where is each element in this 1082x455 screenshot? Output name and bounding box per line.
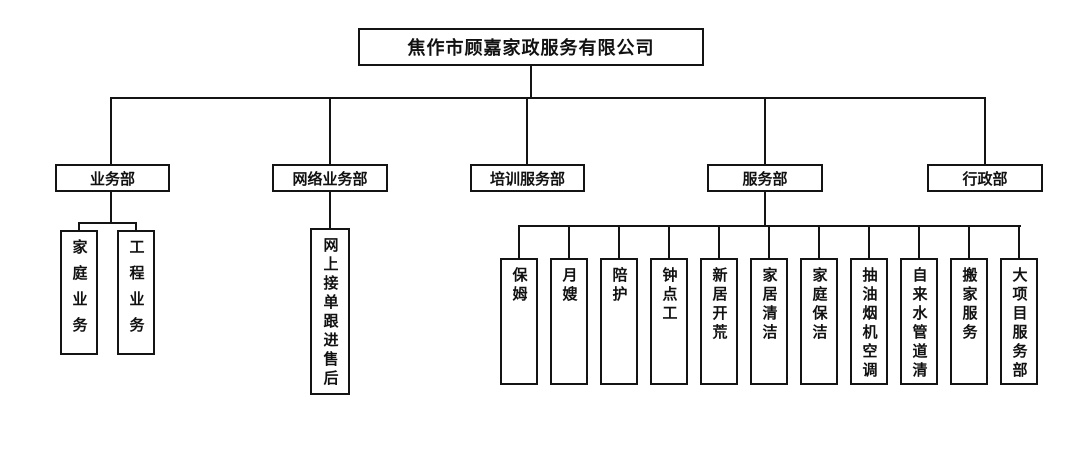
connector-drop-training: [526, 97, 528, 164]
connector-drop-business: [110, 97, 112, 164]
leaf-box-home-cleaning: 家居清洁: [750, 258, 788, 385]
leaf-label-caregiver: 陪护: [610, 267, 628, 305]
dept-box-service: 服务部: [707, 164, 823, 192]
connector-service-drop-5: [718, 225, 720, 258]
leaf-box-nanny: 保姆: [500, 258, 538, 385]
leaf-label-nanny: 保姆: [510, 267, 528, 305]
connector-business-stem: [110, 192, 112, 222]
dept-box-business: 业务部: [55, 164, 170, 192]
dept-label-network: 网络业务部: [292, 170, 368, 188]
connector-service-drop-6: [768, 225, 770, 258]
connector-drop-admin: [984, 97, 986, 164]
leaf-box-moving-service: 搬家服务: [950, 258, 988, 385]
leaf-box-range-hood-ac: 抽油烟机空调: [850, 258, 888, 385]
leaf-label-household-cleaning: 家庭保洁: [810, 267, 828, 343]
company-title: 焦作市顾嘉家政服务有限公司: [407, 38, 655, 58]
leaf-label-online-order-followup: 网上接单跟进售后: [321, 237, 339, 389]
leaf-label-home-cleaning: 家居清洁: [760, 267, 778, 343]
connector-drop-network: [329, 97, 331, 164]
leaf-box-water-pipe-cleaning: 自来水管道清: [900, 258, 938, 385]
dept-label-service: 服务部: [742, 170, 788, 188]
connector-service-drop-7: [818, 225, 820, 258]
connector-business-horizontal: [78, 222, 137, 224]
leaf-label-major-project-dept: 大项目服务部: [1010, 267, 1028, 381]
leaf-box-online-order-followup: 网上接单跟进售后: [310, 228, 350, 395]
connector-network-stem: [329, 192, 331, 228]
connector-service-stem: [764, 192, 766, 225]
leaf-label-family-business: 家庭业务: [70, 239, 88, 343]
leaf-label-engineering-business: 工程业务: [127, 239, 145, 343]
connector-service-drop-1: [518, 225, 520, 258]
connector-service-drop-3: [618, 225, 620, 258]
leaf-label-maternity-matron: 月嫂: [560, 267, 578, 305]
dept-label-training: 培训服务部: [489, 170, 565, 188]
connector-service-drop-4: [668, 225, 670, 258]
connector-service-drop-2: [568, 225, 570, 258]
connector-service-drop-8: [868, 225, 870, 258]
connector-service-drop-10: [968, 225, 970, 258]
dept-box-training: 培训服务部: [470, 164, 585, 192]
connector-service-drop-9: [918, 225, 920, 258]
connector-service-drop-11: [1018, 225, 1020, 258]
leaf-box-engineering-business: 工程业务: [117, 230, 155, 355]
leaf-label-range-hood-ac: 抽油烟机空调: [860, 267, 878, 381]
leaf-box-caregiver: 陪护: [600, 258, 638, 385]
dept-box-admin: 行政部: [927, 164, 1043, 192]
leaf-box-new-home-cleaning: 新居开荒: [700, 258, 738, 385]
dept-label-business: 业务部: [89, 170, 135, 188]
leaf-label-hourly-worker: 钟点工: [660, 267, 678, 324]
leaf-box-hourly-worker: 钟点工: [650, 258, 688, 385]
dept-box-network: 网络业务部: [272, 164, 388, 192]
leaf-box-major-project-dept: 大项目服务部: [1000, 258, 1038, 385]
company-box: 焦作市顾嘉家政服务有限公司: [358, 28, 704, 66]
leaf-label-moving-service: 搬家服务: [960, 267, 978, 343]
connector-top-horizontal: [111, 97, 986, 99]
dept-label-admin: 行政部: [962, 170, 1008, 188]
connector-root-stem: [530, 66, 532, 97]
connector-drop-service: [764, 97, 766, 164]
leaf-box-family-business: 家庭业务: [60, 230, 98, 355]
leaf-box-maternity-matron: 月嫂: [550, 258, 588, 385]
leaf-label-new-home-cleaning: 新居开荒: [710, 267, 728, 343]
connector-business-drop-2: [135, 222, 137, 230]
leaf-box-household-cleaning: 家庭保洁: [800, 258, 838, 385]
connector-business-drop-1: [78, 222, 80, 230]
leaf-label-water-pipe-cleaning: 自来水管道清: [910, 267, 928, 381]
